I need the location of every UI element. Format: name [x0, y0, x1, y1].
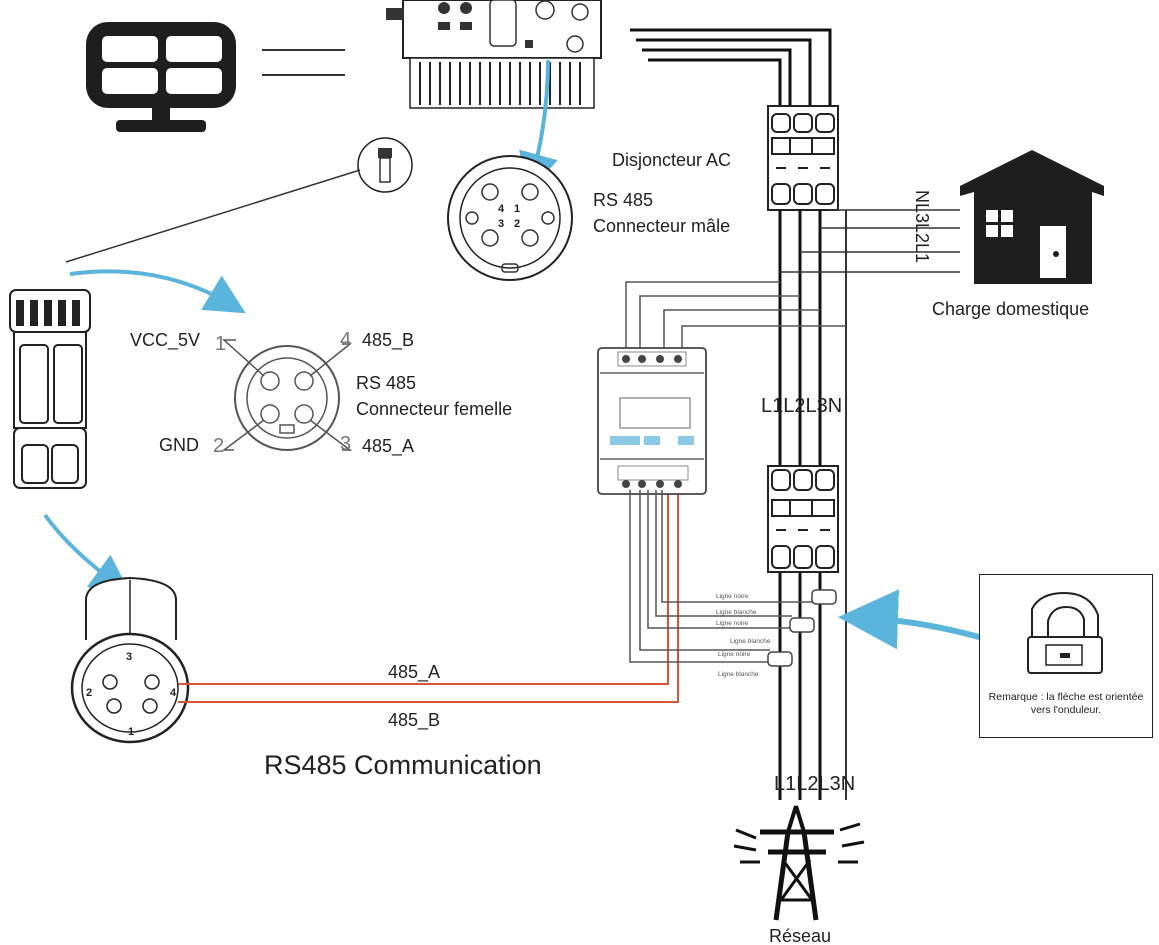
- ct-wire-label-5: Ligne noire: [718, 651, 751, 658]
- grid-label: Réseau: [769, 926, 831, 945]
- male-pin-3: 3: [498, 218, 504, 230]
- rs485-female-connector-icon: [234, 345, 340, 451]
- arrow-to-female-connector: [69, 269, 246, 314]
- rs485-male-label-2: Connecteur mâle: [593, 216, 730, 236]
- pin-2-number: 2: [213, 435, 224, 457]
- rs485-female-label-2: Connecteur femelle: [356, 399, 512, 419]
- female-pin-leaders: [221, 339, 353, 451]
- connector-detail-icon: [357, 137, 413, 193]
- arrow-from-ct-note: [838, 589, 991, 650]
- pin-4-number: 4: [340, 329, 351, 351]
- pin-1-number: 1: [215, 333, 226, 355]
- plug-pin-3: 3: [126, 651, 132, 663]
- detail-pointer-line: [65, 169, 361, 263]
- wire-b-label: 485_B: [388, 710, 440, 731]
- transmission-tower-icon: [733, 805, 865, 921]
- load-lines-label: NL3L2L1: [912, 190, 932, 263]
- wire-a-label: 485_A: [388, 662, 440, 683]
- plug-pin-2: 2: [86, 687, 92, 699]
- ct-wire-label-3: Ligne noire: [716, 620, 749, 627]
- pin-gnd-label: GND: [159, 435, 199, 455]
- inverter-icon: [386, 0, 602, 109]
- rs485-female-label-1: RS 485: [356, 373, 416, 393]
- ct-note-text: Remarque : la flèche est orientée vers l…: [988, 691, 1144, 716]
- meter-lines-label: L1L2L3N: [761, 395, 842, 417]
- pin-vcc-label: VCC_5V: [130, 330, 200, 351]
- rs485-male-label-1: RS 485: [593, 190, 653, 210]
- current-clamp-detail-icon: [1027, 591, 1103, 674]
- energy-meter-icon: [597, 347, 707, 495]
- rs485-male-connector-icon: 4 1 3 2: [447, 155, 573, 281]
- load-lines: [780, 209, 960, 273]
- male-pin-4: 4: [498, 203, 505, 215]
- plug-pin-1: 1: [128, 726, 134, 738]
- current-clamp-icon: [767, 589, 837, 667]
- ct-wire-label-4: Ligne blanche: [730, 638, 771, 645]
- load-label: Charge domestique: [932, 299, 1089, 319]
- ac-breaker-bottom-icon: [767, 465, 839, 573]
- solar-panel-icon: [86, 22, 236, 132]
- ct-wire-label-6: Ligne blanche: [718, 671, 759, 678]
- plug-pin-4: 4: [170, 687, 177, 699]
- ac-breaker-label: Disjoncteur AC: [612, 150, 731, 170]
- pin-a-label: 485_A: [362, 436, 414, 457]
- ct-wire-label-1: Ligne noire: [716, 593, 749, 600]
- male-pin-1: 1: [514, 203, 520, 215]
- house-icon: [960, 150, 1104, 284]
- male-pin-2: 2: [514, 218, 520, 230]
- ac-breaker-top-icon: [767, 105, 839, 211]
- ct-wires: [629, 490, 814, 663]
- inverter-ac-wires: [630, 28, 832, 108]
- wire-485-a: [178, 480, 669, 685]
- diagram-title: RS485 Communication: [264, 750, 542, 780]
- ct-note-box: Remarque : la flèche est orientée vers l…: [979, 574, 1153, 738]
- grid-lines-label: L1L2L3N: [774, 773, 855, 795]
- rs485-plug-icon: [9, 289, 91, 489]
- pin-3-number: 3: [340, 433, 351, 455]
- meter-top-wires: [625, 281, 846, 350]
- pin-b-label: 485_B: [362, 330, 414, 351]
- ct-wire-label-2: Ligne blanche: [716, 609, 757, 616]
- wire-485-b: [178, 480, 679, 703]
- arrow-to-round-plug: [43, 513, 131, 595]
- rs485-round-plug-icon: 3 2 4 1: [70, 576, 190, 744]
